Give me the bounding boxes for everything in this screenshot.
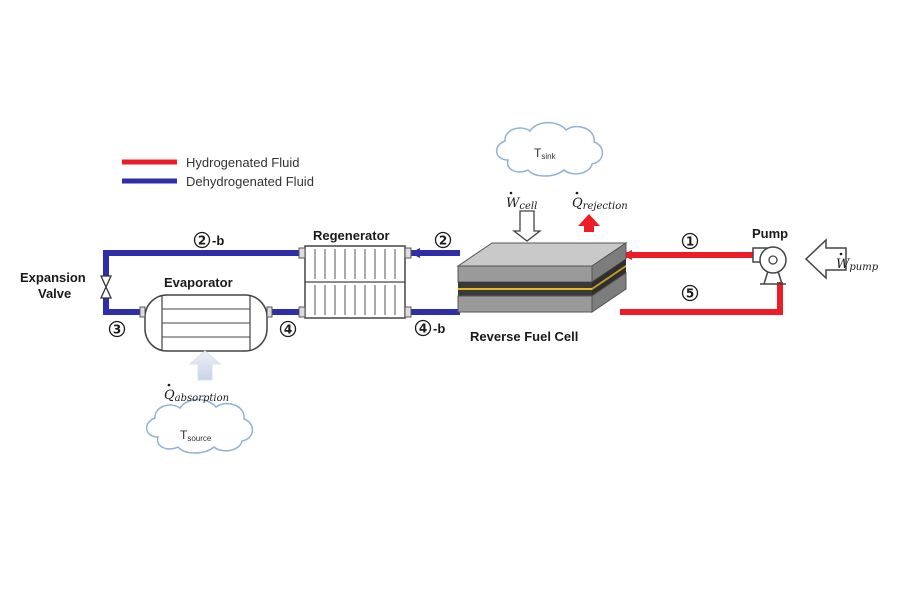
sink-temperature-label: Tsink bbox=[534, 146, 557, 161]
pump bbox=[752, 246, 787, 285]
svg-text:5: 5 bbox=[686, 287, 694, 301]
source-temperature-label: Tsource bbox=[180, 428, 212, 443]
svg-text:2: 2 bbox=[439, 234, 447, 248]
state-point-4: 4 bbox=[279, 320, 297, 338]
svg-text:Qabsorption: Qabsorption bbox=[164, 388, 229, 404]
hydrogenated-piping bbox=[620, 252, 783, 315]
regenerator-label: Regenerator bbox=[313, 228, 390, 243]
flow-arrow-2 bbox=[410, 248, 420, 258]
sink-cloud: Tsink bbox=[496, 121, 604, 177]
q-rejection-label: Qrejection bbox=[572, 191, 628, 212]
w-pump-arrow bbox=[804, 238, 847, 280]
evaporator bbox=[139, 294, 273, 352]
svg-text:-b: -b bbox=[433, 321, 445, 336]
pipe-pump-return bbox=[620, 282, 783, 315]
valve-symbol bbox=[99, 275, 113, 299]
state-point-1: 1 bbox=[681, 232, 699, 250]
svg-text:Qrejection: Qrejection bbox=[572, 196, 628, 212]
w-cell-label: Wcell bbox=[506, 191, 537, 212]
reverse-fuel-cell bbox=[456, 242, 628, 313]
svg-text:1: 1 bbox=[686, 235, 694, 249]
source-cloud: Tsource bbox=[146, 398, 254, 454]
state-point-2b: 2 -b bbox=[193, 231, 224, 249]
expansion-valve bbox=[99, 275, 113, 299]
flow-arrow-1 bbox=[622, 250, 632, 260]
q-absorption-arrow bbox=[188, 350, 222, 381]
legend-dehydrogenated-label: Dehydrogenated Fluid bbox=[186, 174, 314, 189]
svg-text:2: 2 bbox=[198, 234, 206, 248]
evaporator-label: Evaporator bbox=[164, 275, 233, 290]
expansion-valve-label-line2: Valve bbox=[38, 286, 71, 301]
w-pump-label: Wpump bbox=[836, 252, 879, 273]
svg-text:4: 4 bbox=[284, 323, 292, 337]
state-point-5: 5 bbox=[681, 284, 699, 302]
pump-label: Pump bbox=[752, 226, 788, 241]
regenerator bbox=[298, 245, 412, 319]
state-point-4b: 4 -b bbox=[414, 319, 445, 337]
q-absorption-label: Qabsorption bbox=[164, 383, 229, 404]
q-rejection-arrow bbox=[578, 214, 600, 232]
legend-hydrogenated-label: Hydrogenated Fluid bbox=[186, 155, 299, 170]
svg-text:Wcell: Wcell bbox=[506, 196, 537, 212]
svg-text:-b: -b bbox=[212, 233, 224, 248]
state-point-3: 3 bbox=[108, 320, 126, 338]
w-cell-arrow bbox=[512, 210, 542, 242]
expansion-valve-label-line1: Expansion bbox=[20, 270, 86, 285]
svg-text:Wpump: Wpump bbox=[836, 257, 879, 273]
legend: Hydrogenated Fluid Dehydrogenated Fluid bbox=[122, 155, 314, 189]
state-point-2: 2 bbox=[434, 231, 452, 249]
svg-text:3: 3 bbox=[113, 323, 121, 337]
svg-text:4: 4 bbox=[419, 322, 427, 336]
reverse-fuel-cell-label: Reverse Fuel Cell bbox=[470, 329, 578, 344]
